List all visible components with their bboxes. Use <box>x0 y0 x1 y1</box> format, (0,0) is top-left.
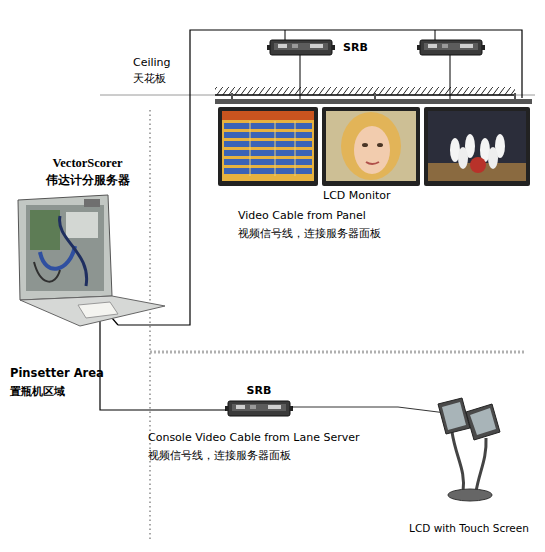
server-cabinet <box>60 216 87 286</box>
ceiling <box>215 87 515 95</box>
node-text: SRB <box>247 384 272 397</box>
monitor-rack <box>514 93 516 104</box>
node-text: LCD with Touch Screen <box>409 522 529 535</box>
pins-monitor <box>458 147 468 169</box>
score-monitor <box>224 168 312 174</box>
pins-monitor <box>488 147 498 169</box>
touch-console <box>476 438 486 492</box>
server-cabinet <box>78 302 118 318</box>
touch-console <box>442 402 466 430</box>
server-box: VectorScorer 伟达计分服务器 <box>10 156 165 328</box>
node-text: VectorScorer <box>52 156 122 171</box>
score-monitor <box>224 141 312 147</box>
server-cabinet <box>34 262 60 282</box>
ceiling <box>100 87 535 95</box>
score-monitor <box>224 123 312 129</box>
score-monitor <box>218 107 318 186</box>
server-wire <box>112 318 118 325</box>
monitor-rack <box>215 93 532 104</box>
pins-monitor <box>424 107 530 186</box>
server-cabinet <box>30 210 60 250</box>
pins-monitor <box>428 111 526 181</box>
video-monitor <box>377 143 383 147</box>
score-monitor <box>222 111 314 120</box>
touch-console <box>470 408 496 435</box>
touch-console <box>448 489 492 501</box>
touch-console <box>452 432 464 492</box>
server-cabinet <box>20 296 165 326</box>
srb-device <box>225 401 293 416</box>
server-cabinet <box>18 195 112 300</box>
video-monitor <box>354 126 390 174</box>
touch-console <box>466 404 500 440</box>
video-cable <box>100 328 226 410</box>
score-monitor <box>224 159 312 165</box>
monitor-box: LCD Monitor <box>215 98 532 202</box>
srb-drop-wire <box>300 55 301 100</box>
video-monitor <box>326 111 416 181</box>
cable-label: 视频信号线，连接服务器面板 <box>148 449 291 462</box>
device-label: SRB <box>343 41 368 54</box>
srb-device <box>267 40 335 55</box>
ceiling <box>100 95 535 96</box>
area-divider <box>150 110 525 540</box>
area-label: Pinsetter Area <box>10 367 104 381</box>
monitor-rack <box>231 93 233 104</box>
video-cable <box>292 407 398 408</box>
server-cabinet <box>84 199 100 207</box>
srb-box: SRB <box>226 384 292 418</box>
srb-device <box>417 40 485 55</box>
srb-drop-wire <box>450 55 451 100</box>
pins-monitor <box>424 107 530 186</box>
area-divider <box>150 351 525 354</box>
video-monitor <box>341 112 401 180</box>
srb-drop-wire <box>435 30 436 40</box>
server-cabinet <box>18 195 165 326</box>
area-label: 置瓶机区域 <box>10 385 65 398</box>
pins-monitor <box>470 157 486 173</box>
cable-label: Video Cable from Panel <box>238 209 366 222</box>
area-label: 天花板 <box>133 72 166 85</box>
touch-console <box>438 398 470 434</box>
cable-label: 视频信号线，连接服务器面板 <box>238 227 381 240</box>
ceiling <box>215 94 515 96</box>
touch-screen-box: LCD with Touch Screen <box>398 398 540 535</box>
score-monitor <box>222 111 314 181</box>
touch-console <box>398 398 500 501</box>
cable-label: Console Video Cable from Lane Server <box>148 431 359 444</box>
score-monitor <box>224 132 312 138</box>
score-monitor <box>250 121 251 176</box>
score-monitor <box>218 107 318 186</box>
server-wire <box>118 324 165 325</box>
video-monitor <box>322 107 420 186</box>
server-cabinet <box>66 212 98 238</box>
node-text: LCD Monitor <box>323 189 391 202</box>
score-monitor <box>295 121 296 176</box>
srb-drop-wire <box>285 30 286 40</box>
server-cabinet <box>26 205 104 291</box>
area-label: Ceiling <box>133 56 171 69</box>
video-monitor <box>362 143 368 147</box>
video-monitor <box>322 107 420 186</box>
video-monitor <box>366 162 379 164</box>
score-monitor <box>224 150 312 156</box>
video-cable <box>165 30 522 325</box>
server-cabinet <box>40 246 75 269</box>
score-monitor <box>275 121 276 176</box>
monitor-rack <box>215 99 532 104</box>
node-text: 伟达计分服务器 <box>46 174 130 188</box>
monitor-rack <box>374 93 376 104</box>
